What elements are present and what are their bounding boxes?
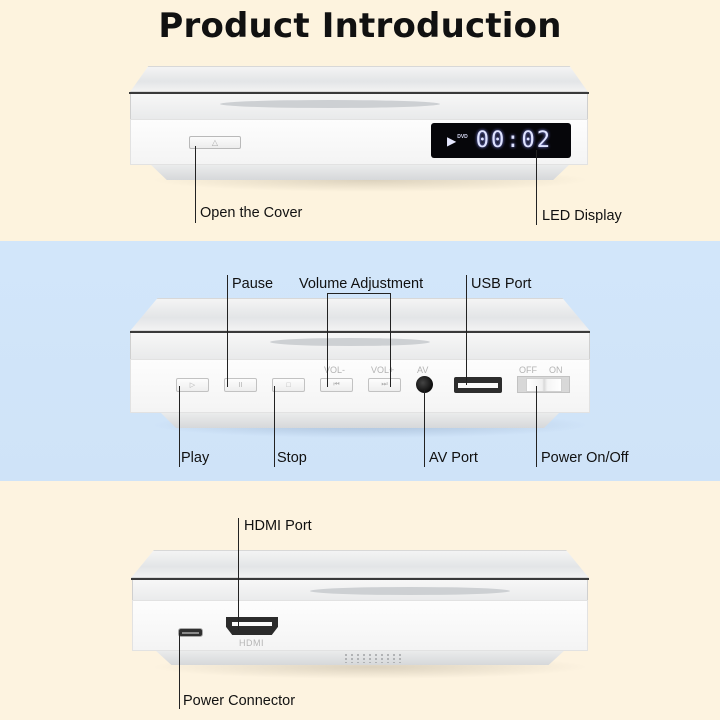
callout-line — [274, 386, 276, 467]
play-button[interactable]: ▷ — [176, 378, 209, 392]
callout-line — [327, 293, 329, 387]
vol-down-caption: VOL- — [324, 365, 346, 375]
eject-icon: △ — [211, 138, 219, 147]
device-base — [160, 412, 560, 428]
callout-line — [466, 275, 468, 385]
label-led-display: LED Display — [542, 208, 622, 224]
lid-edge — [131, 578, 589, 580]
disc-tray — [220, 100, 440, 108]
callout-line — [424, 390, 426, 467]
label-volume-adjustment: Volume Adjustment — [299, 276, 424, 292]
dvd-indicator: DVD — [457, 133, 468, 140]
vol-up-caption: VOL+ — [371, 365, 395, 375]
open-cover-button[interactable]: △ — [189, 136, 241, 149]
av-port[interactable] — [416, 376, 433, 393]
pause-button[interactable]: II — [224, 378, 257, 392]
vol-up-button[interactable]: ⏭ — [368, 378, 401, 392]
device-base — [150, 164, 570, 180]
page-title: Product Introduction — [158, 6, 562, 46]
callout-line — [195, 146, 197, 223]
disc-tray — [270, 338, 430, 346]
led-display: ▶ DVD 00:02 — [431, 123, 571, 158]
label-pause: Pause — [232, 276, 274, 292]
av-caption: AV — [417, 365, 429, 375]
label-power-on-off: Power On/Off — [541, 450, 629, 466]
callout-line — [238, 518, 240, 630]
disc-tray — [310, 587, 510, 595]
label-open-cover: Open the Cover — [200, 205, 303, 221]
power-connector-port[interactable] — [178, 628, 203, 637]
skip-forward-icon: ⏭ — [381, 381, 388, 388]
callout-bracket — [327, 293, 391, 295]
skip-back-icon: ⏮ — [333, 381, 340, 388]
power-switch-knob[interactable] — [526, 378, 562, 392]
label-power-connector: Power Connector — [183, 693, 296, 709]
transparent-lid — [130, 298, 590, 331]
stop-icon: □ — [286, 381, 291, 389]
vol-down-button[interactable]: ⏮ — [320, 378, 353, 392]
label-play: Play — [181, 450, 210, 466]
switch-on-caption: ON — [549, 365, 563, 375]
play-icon: ▷ — [189, 382, 196, 389]
transparent-lid — [130, 66, 588, 92]
device-body — [132, 600, 588, 651]
transparent-lid — [131, 550, 589, 578]
label-usb-port: USB Port — [471, 276, 532, 292]
usb-port[interactable] — [454, 377, 502, 393]
label-hdmi-port: HDMI Port — [244, 518, 312, 534]
lid-edge — [130, 331, 590, 333]
pause-icon: II — [238, 381, 243, 389]
callout-line — [227, 275, 229, 387]
stop-button[interactable]: □ — [272, 378, 305, 392]
switch-off-caption: OFF — [519, 365, 537, 375]
callout-line — [390, 293, 392, 387]
callout-line — [536, 386, 538, 467]
hdmi-port[interactable] — [226, 617, 278, 635]
vent-grille — [343, 653, 405, 663]
lid-edge — [129, 92, 589, 94]
label-av-port: AV Port — [429, 450, 478, 466]
callout-line — [536, 150, 538, 225]
label-stop: Stop — [277, 450, 307, 466]
callout-line — [179, 386, 181, 467]
hdmi-caption: HDMI — [239, 638, 264, 648]
led-time: 00:02 — [475, 128, 553, 153]
callout-line — [179, 633, 181, 709]
power-switch[interactable] — [517, 376, 570, 393]
play-indicator-icon: ▶ — [447, 133, 457, 148]
lid-glass — [130, 333, 590, 359]
